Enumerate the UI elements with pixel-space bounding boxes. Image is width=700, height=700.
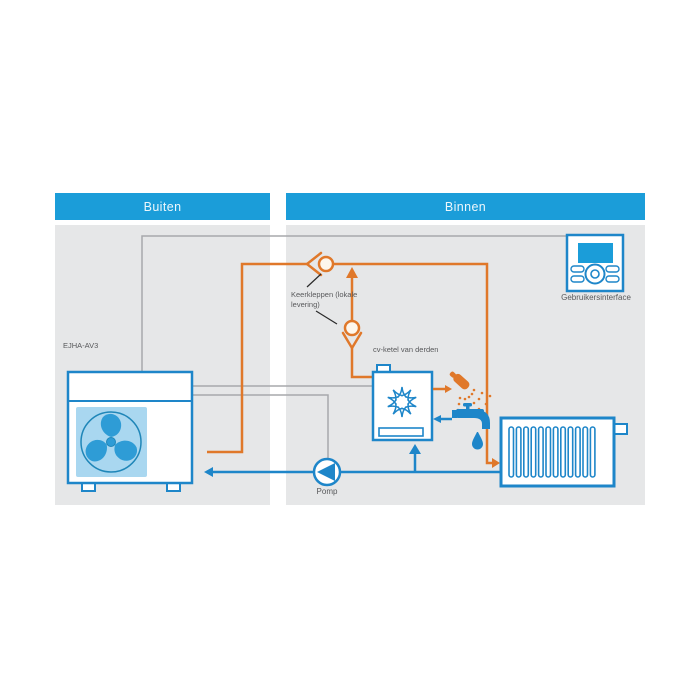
heat-pump-unit <box>66 370 194 492</box>
header-inside: Binnen <box>286 193 645 220</box>
check-valve-icon <box>341 319 363 351</box>
thermostat-icon <box>565 233 625 293</box>
check-valves-label: Keerkleppen (lokale levering) <box>291 290 358 309</box>
pipe-supply-from-heatpump <box>207 262 308 454</box>
wire-heatpump-to-pump <box>193 394 329 459</box>
boiler-unit <box>371 364 434 442</box>
flow-arrow-up-icon <box>346 267 358 278</box>
header-inside-label: Binnen <box>444 199 487 214</box>
wire-heatpump-to-interface <box>141 235 566 372</box>
heat-pump-label: EJHA-AV3 <box>63 341 99 350</box>
water-drop-icon <box>472 432 483 450</box>
label-pointer-valve2 <box>315 310 338 325</box>
flow-arrow-into-boiler-cold <box>433 415 441 423</box>
header-outside: Buiten <box>55 193 270 220</box>
pipe-boiler-to-valve <box>350 347 372 379</box>
boiler-label: cv-ketel van derden <box>373 345 439 354</box>
pump-icon <box>312 457 342 487</box>
fan-icon <box>80 411 142 473</box>
flow-arrow-into-boiler <box>409 444 421 454</box>
flame-burst-icon <box>387 386 417 418</box>
tap-icon <box>452 403 490 429</box>
user-interface-label: Gebruikersinterface <box>561 293 631 302</box>
pipe-supply-to-radiator <box>333 262 493 465</box>
flow-arrow-to-shower <box>445 385 452 393</box>
label-pointer-valve1 <box>306 273 322 288</box>
flow-arrow-into-heatpump <box>204 467 213 477</box>
pump-label: Pomp <box>316 487 338 496</box>
flow-arrow-into-radiator <box>492 458 500 468</box>
radiator-icon <box>499 416 628 488</box>
header-outside-label: Buiten <box>143 199 182 214</box>
check-valve-icon <box>304 251 335 277</box>
shower-icon <box>449 371 492 414</box>
